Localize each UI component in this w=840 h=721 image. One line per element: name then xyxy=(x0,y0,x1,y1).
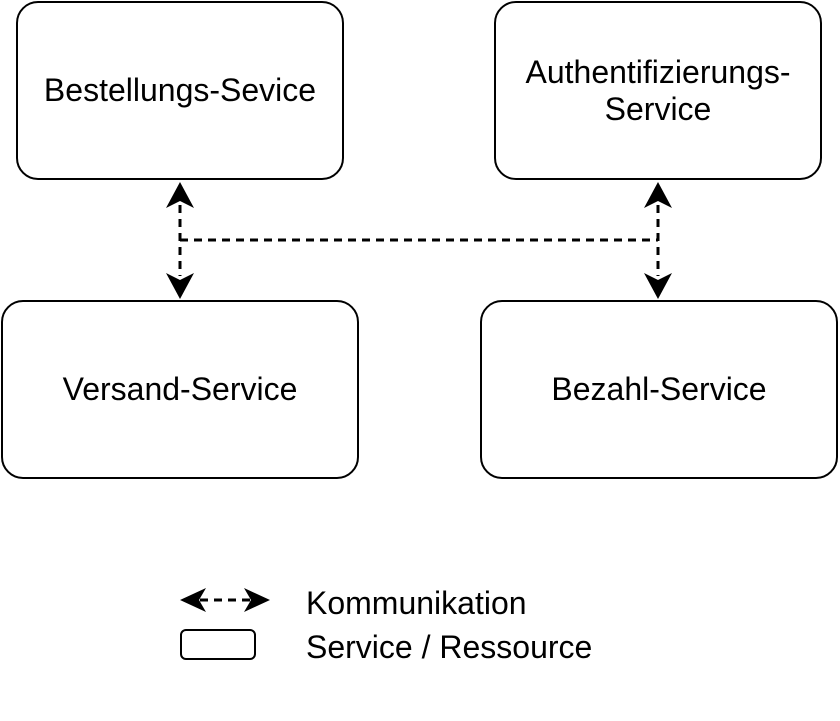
bezahl-service-node: Bezahl-Service xyxy=(480,300,838,479)
auth-service-node: Authentifizierungs- Service xyxy=(494,1,822,180)
bezahl-service-label: Bezahl-Service xyxy=(551,371,767,408)
legend-arrow-right-head xyxy=(244,588,270,612)
bestellung-service-node: Bestellungs-Sevice xyxy=(16,1,344,180)
legend-arrow-left-head xyxy=(180,588,206,612)
auth-service-label-line1: Authentifizierungs- xyxy=(525,53,791,90)
arrow-up-head-right xyxy=(644,182,672,208)
legend-service-label: Service / Ressource xyxy=(306,629,593,665)
versand-service-node: Versand-Service xyxy=(1,300,359,479)
arrow-down-head-right xyxy=(644,273,672,299)
bestellung-service-label: Bestellungs-Sevice xyxy=(43,72,317,109)
arrow-down-head-left xyxy=(166,273,194,299)
arrow-up-head-left xyxy=(166,182,194,208)
auth-service-label: Authentifizierungs- Service xyxy=(525,54,790,128)
legend-communication-symbol xyxy=(180,588,270,612)
legend-service-swatch xyxy=(180,629,256,660)
versand-service-label: Versand-Service xyxy=(62,371,298,408)
legend-communication-label: Kommunikation xyxy=(306,585,527,621)
auth-service-label-line2: Service xyxy=(604,90,712,127)
